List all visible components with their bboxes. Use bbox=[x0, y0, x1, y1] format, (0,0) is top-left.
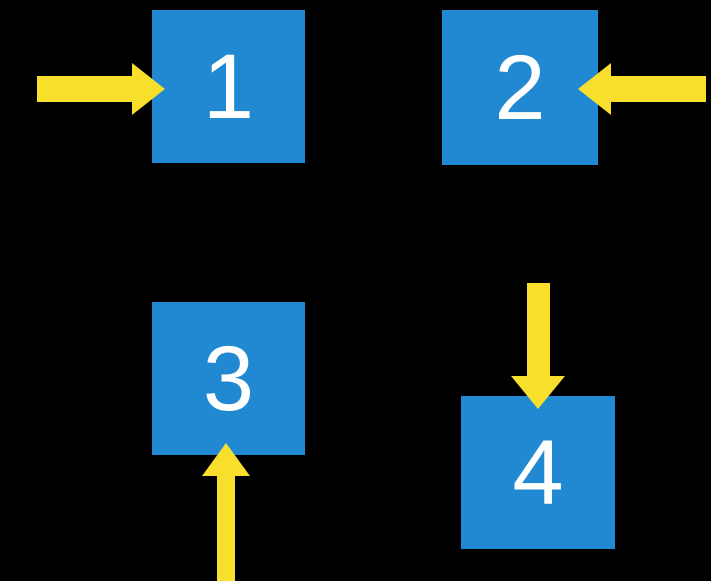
node-label-1: 1 bbox=[202, 35, 255, 138]
arrow-down-icon bbox=[511, 283, 565, 409]
node-label-4: 4 bbox=[512, 421, 564, 524]
node-label-3: 3 bbox=[202, 327, 255, 430]
node-box-2[interactable]: 2 bbox=[442, 10, 598, 165]
node-box-4[interactable]: 4 bbox=[461, 396, 615, 549]
node-box-1[interactable]: 1 bbox=[152, 10, 305, 163]
node-label-2: 2 bbox=[494, 36, 546, 139]
arrow-up-icon bbox=[202, 443, 250, 581]
node-box-3[interactable]: 3 bbox=[152, 302, 305, 455]
arrow-right-icon bbox=[37, 63, 165, 115]
